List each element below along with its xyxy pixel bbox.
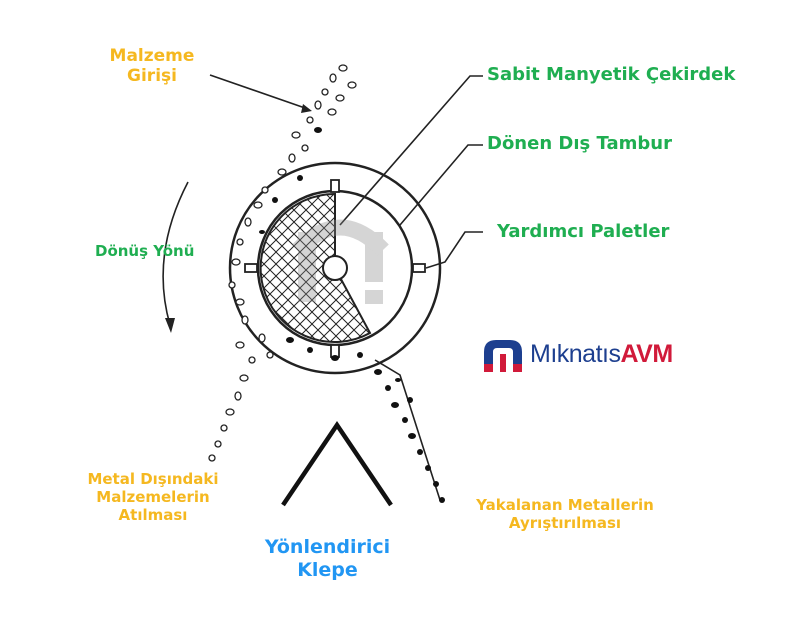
metal-separation-label: Yakalanan Metallerin Ayrıştırılması — [455, 496, 675, 532]
non-metal-discharge-label: Metal Dışındaki Malzemelerin Atılması — [62, 470, 244, 524]
magnetic-core-sector — [259, 192, 372, 343]
material-inlet-line-2: Girişi — [127, 66, 177, 87]
material-inlet-label: Malzeme Girişi — [92, 46, 212, 87]
logo-text: MıknatısAVM — [530, 340, 673, 369]
splitter-line-1: Yönlendirici — [264, 536, 391, 558]
rotation-direction-label: Dönüş Yönü — [95, 242, 195, 260]
leader-lines — [209, 74, 483, 501]
non-metal-discharge-line-1: Metal Dışındaki — [87, 470, 219, 488]
shaft — [322, 255, 348, 281]
rotation-arrowhead — [165, 318, 175, 333]
splitter-label: Yönlendirici Klepe — [240, 536, 415, 582]
non-metal-discharge-line-2: Malzemelerin — [96, 488, 210, 506]
magnet-logo-icon — [484, 340, 522, 372]
metal-particles — [259, 127, 445, 503]
diverter-splitter — [281, 420, 393, 507]
watermark-logo-icon — [292, 219, 389, 304]
metal-separation-line-2: Ayrıştırılması — [508, 514, 622, 532]
logo-text-part-1: Mıknatıs — [530, 340, 621, 368]
fixed-core-label: Sabit Manyetik Çekirdek — [487, 64, 736, 85]
rotating-drum-label: Dönen Dış Tambur — [487, 133, 672, 154]
splitter-line-2: Klepe — [297, 558, 358, 581]
material-inlet-line-1: Malzeme — [109, 46, 195, 66]
metal-separation-line-1: Yakalanan Metallerin — [476, 496, 654, 514]
material-particles — [208, 64, 357, 462]
logo-text-part-2: AVM — [620, 340, 673, 368]
non-metal-discharge-line-3: Atılması — [118, 506, 188, 524]
leader-arrowhead — [301, 104, 312, 113]
aux-paddles-label: Yardımcı Paletler — [497, 221, 670, 242]
rotation-arrow — [162, 181, 189, 326]
outer-paddle-ring — [228, 161, 442, 375]
miknatis-avm-logo: MıknatısAVM — [480, 336, 710, 374]
